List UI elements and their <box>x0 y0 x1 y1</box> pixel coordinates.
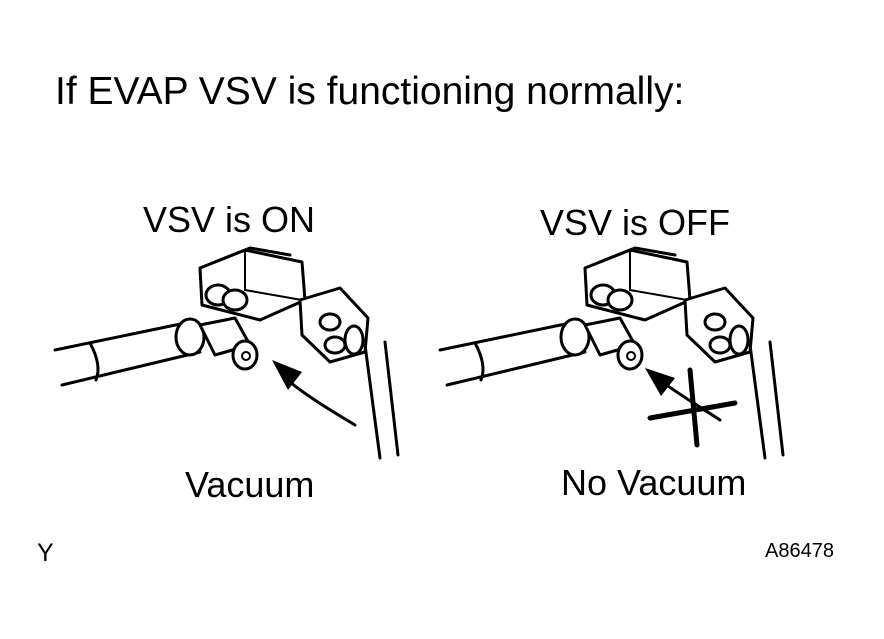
diagram-title: If EVAP VSV is functioning normally: <box>55 70 685 113</box>
corner-letter: Y <box>37 539 54 567</box>
vacuum-hose <box>363 340 400 460</box>
vacuum-label: Vacuum <box>185 464 315 505</box>
intake-hose <box>53 320 202 387</box>
no-vacuum-cross <box>647 367 738 448</box>
figure-id: A86478 <box>765 540 834 562</box>
vsv-off-label: VSV is OFF <box>540 202 731 243</box>
vsv-on-illustration <box>53 246 400 460</box>
vacuum-arrow <box>283 376 357 427</box>
vsv-off-illustration <box>438 246 785 460</box>
intake-hose <box>438 320 587 387</box>
vacuum-hose <box>748 340 785 460</box>
vsv-on-label: VSV is ON <box>143 199 316 240</box>
no-vacuum-label: No Vacuum <box>561 462 747 503</box>
